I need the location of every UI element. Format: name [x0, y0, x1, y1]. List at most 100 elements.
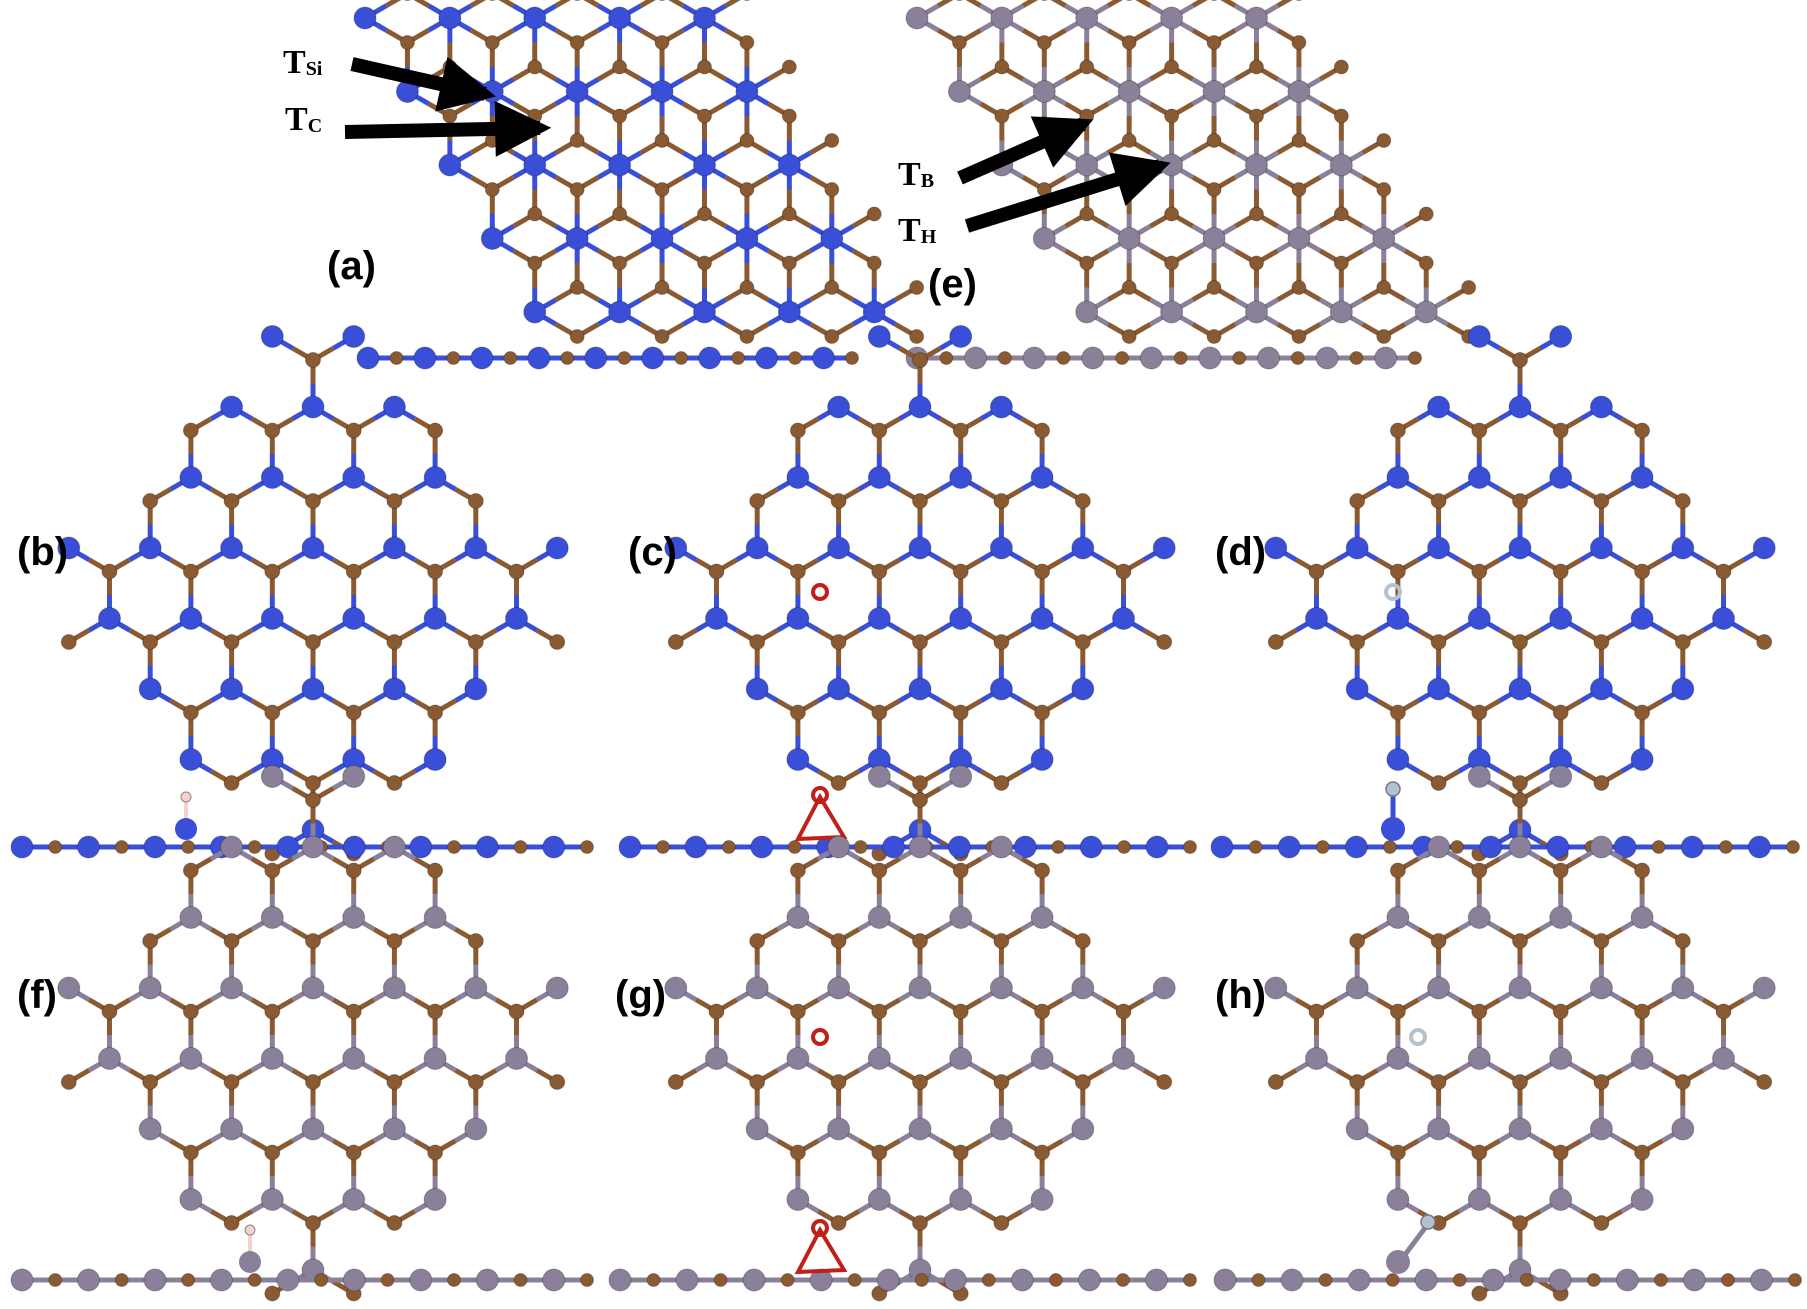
- heavy-atom: [684, 835, 708, 859]
- heavy-atom: [618, 835, 642, 859]
- heavy-atom: [138, 677, 162, 701]
- carbon-atom: [997, 351, 1012, 365]
- heavy-atom: [220, 1117, 244, 1141]
- heavy-atom: [1508, 677, 1532, 701]
- site-label-t-b: TB: [898, 156, 934, 193]
- carbon-atom: [1115, 563, 1132, 580]
- heavy-atom: [1752, 536, 1776, 560]
- carbon-atom: [1418, 255, 1434, 271]
- heavy-atom: [220, 677, 244, 701]
- carbon-atom: [1389, 704, 1406, 721]
- carbon-atom: [181, 1273, 196, 1287]
- carbon-atom: [749, 1074, 766, 1090]
- carbon-atom: [1079, 206, 1095, 222]
- heavy-atom: [1030, 1188, 1054, 1211]
- heavy-atom: [179, 748, 203, 771]
- arrow-icon: [344, 100, 552, 157]
- heavy-atom: [1030, 607, 1054, 630]
- carbon-atom: [1385, 1273, 1400, 1287]
- carbon-atom: [1634, 563, 1651, 580]
- carbon-atom: [871, 704, 888, 721]
- atom-group: [664, 325, 1176, 862]
- carbon-atom: [952, 862, 969, 879]
- heavy-atom: [1508, 835, 1532, 859]
- carbon-atom: [1389, 422, 1406, 439]
- atom-group: [57, 325, 569, 862]
- heavy-atom: [735, 227, 759, 250]
- carbon-atom: [788, 351, 803, 365]
- carbon-atom: [909, 329, 925, 344]
- heavy-atom: [438, 153, 462, 177]
- heavy-atom: [650, 80, 674, 103]
- heavy-atom: [1671, 1117, 1695, 1141]
- carbon-atom: [247, 1273, 262, 1287]
- heavy-atom: [409, 835, 433, 859]
- carbon-atom: [182, 704, 199, 721]
- heavy-atom: [1630, 1188, 1654, 1211]
- heavy-atom: [908, 1117, 932, 1141]
- arrow-icon: [957, 116, 1094, 185]
- carbon-atom: [580, 1273, 594, 1287]
- carbon-atom: [1552, 862, 1569, 879]
- heavy-atom: [1630, 466, 1654, 489]
- carbon-atom: [60, 1074, 77, 1090]
- carbon-atom: [1248, 840, 1263, 854]
- carbon-atom: [912, 352, 928, 368]
- carbon-atom: [1720, 1273, 1735, 1287]
- heavy-atom: [1427, 1117, 1451, 1141]
- carbon-atom: [314, 1273, 329, 1287]
- carbon-atom: [993, 775, 1010, 791]
- carbon-atom: [1552, 1144, 1569, 1161]
- heavy-atom: [1589, 835, 1613, 859]
- heavy-atom: [565, 80, 589, 103]
- heavy-atom: [745, 536, 769, 560]
- carbon-atom: [914, 1273, 929, 1287]
- carbon-atom: [1079, 59, 1095, 75]
- heavy-atom: [745, 677, 769, 701]
- carbon-atom: [912, 792, 928, 808]
- carbon-atom: [1552, 422, 1569, 439]
- carbon-atom: [674, 351, 689, 365]
- bond: [1220, 0, 1237, 8]
- carbon-atom: [1512, 352, 1528, 368]
- carbon-atom: [939, 351, 954, 365]
- carbon-atom: [1512, 775, 1528, 791]
- carbon-atom: [182, 1144, 199, 1161]
- carbon-atom: [1206, 280, 1222, 295]
- bond: [965, 0, 982, 8]
- heavy-atom: [1467, 906, 1491, 929]
- adsorbate-atom: [180, 791, 192, 803]
- heavy-atom: [786, 466, 810, 489]
- heavy-atom: [1329, 153, 1353, 177]
- carbon-atom: [1156, 1074, 1173, 1090]
- carbon-atom: [789, 422, 806, 439]
- carbon-atom: [427, 1003, 444, 1020]
- carbon-atom: [1333, 255, 1349, 271]
- heavy-atom: [949, 1188, 973, 1211]
- heavy-atom: [1374, 346, 1398, 370]
- carbon-atom: [830, 1215, 847, 1231]
- carbon-atom: [1056, 351, 1071, 365]
- carbon-atom: [993, 493, 1010, 509]
- carbon-atom: [1450, 840, 1465, 854]
- carbon-atom: [871, 1144, 888, 1161]
- heavy-atom: [1345, 976, 1369, 1000]
- heavy-atom: [1244, 300, 1268, 324]
- heavy-atom: [786, 1188, 810, 1211]
- heavy-atom: [276, 835, 300, 859]
- carbon-atom: [1074, 634, 1091, 650]
- arrow-icon: [964, 152, 1171, 233]
- heavy-atom: [1032, 227, 1056, 250]
- carbon-atom: [1267, 634, 1284, 650]
- carbon-atom: [247, 840, 262, 854]
- carbon-atom: [1248, 108, 1264, 124]
- heavy-atom: [138, 536, 162, 560]
- carbon-atom: [182, 422, 199, 439]
- carbon-atom: [1267, 1074, 1284, 1090]
- heavy-atom: [382, 677, 406, 701]
- carbon-atom: [447, 1273, 462, 1287]
- heavy-atom: [908, 395, 932, 419]
- carbon-atom: [1206, 182, 1222, 197]
- heavy-atom: [260, 1047, 284, 1070]
- adsorbate-atom: [811, 786, 829, 804]
